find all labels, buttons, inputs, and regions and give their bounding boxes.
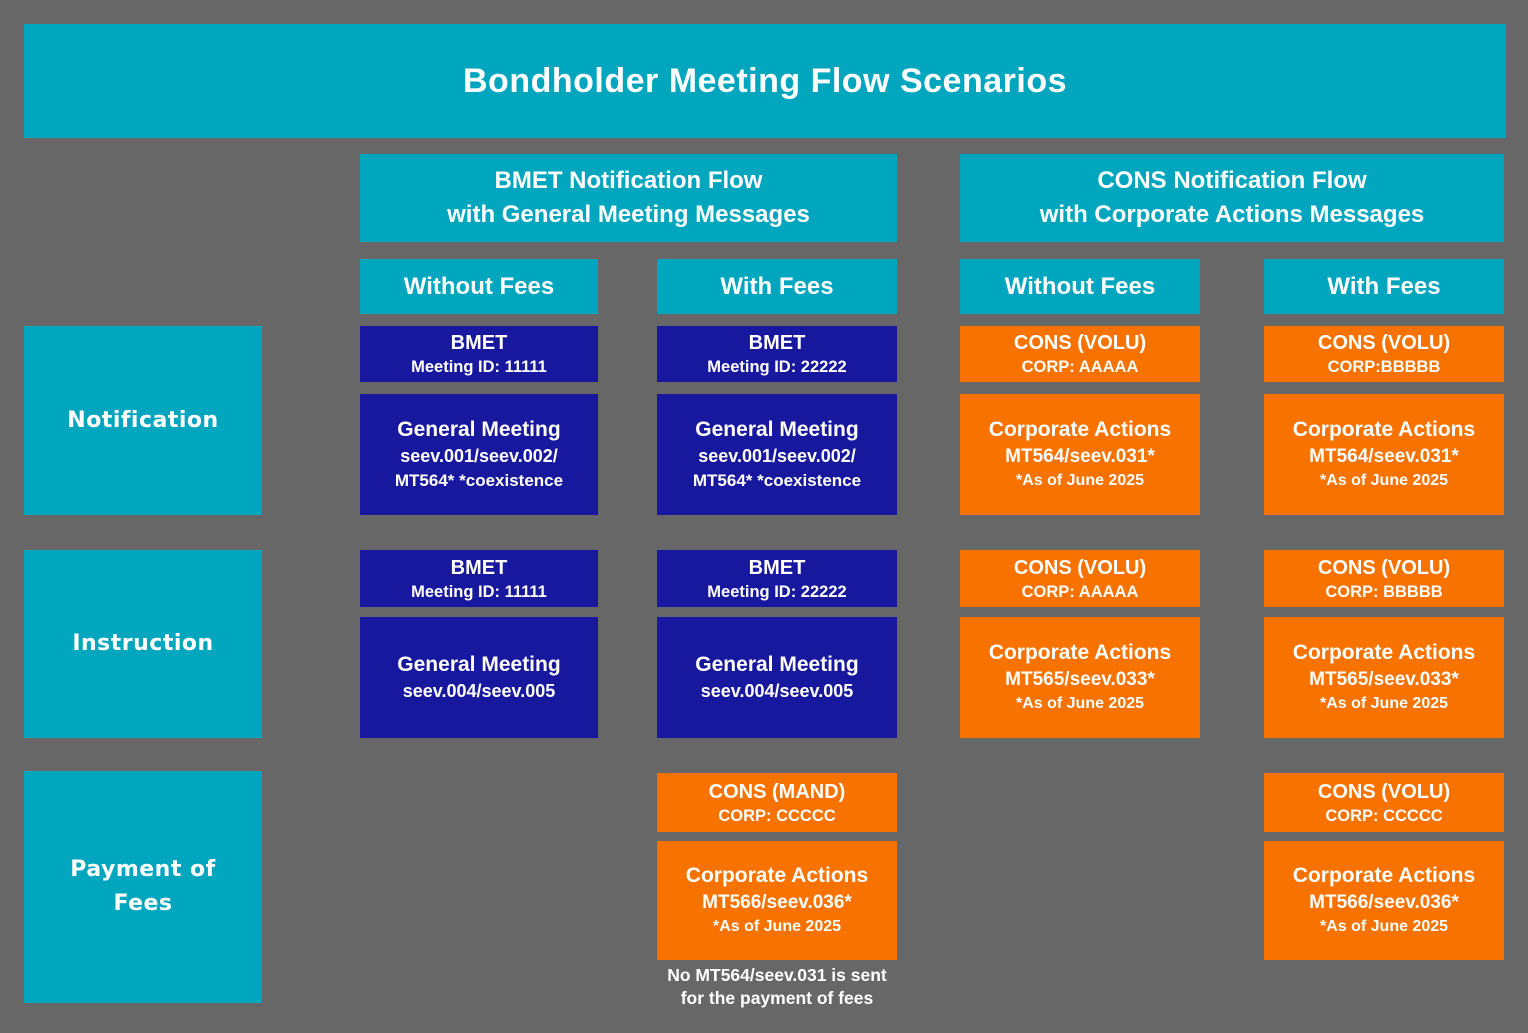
payment-cons-volu-box-with-fees-cons: CONS (VOLU) CORP: CCCCC [1264, 773, 1504, 832]
box-line: seev.001/seev.002/ [698, 446, 856, 466]
row-label-text: Notification [67, 407, 219, 433]
notification-corporate-actions-box-without-fees: Corporate Actions MT564/seev.031* *As of… [960, 394, 1200, 515]
box-line: General Meeting [397, 653, 561, 676]
box-line: Meeting ID: 11111 [411, 358, 547, 376]
notification-cons-volu-box-with-fees: CONS (VOLU) CORP:BBBBB [1264, 326, 1504, 382]
box-line: Meeting ID: 22222 [707, 582, 847, 601]
box-line: *As of June 2025 [1319, 695, 1449, 712]
fees-header-label: Without Fees [403, 272, 555, 300]
instruction-corporate-actions-box-with-fees: Corporate Actions MT565/seev.033* *As of… [1264, 617, 1504, 738]
notification-bmet-id-box-without-fees: BMET Meeting ID: 11111 [360, 326, 598, 382]
box-line: CONS (VOLU) [1013, 332, 1147, 354]
fees-header-label: With Fees [1327, 272, 1441, 300]
group-header-bmet-line2: with General Meeting Messages [447, 201, 810, 228]
fees-header-cons-with: With Fees [1264, 259, 1504, 314]
box-line: BMET [748, 332, 806, 354]
box-line: MT566/seev.036* [1309, 892, 1459, 913]
box-line: MT564* *coexistence [394, 471, 564, 490]
box-line: Meeting ID: 22222 [707, 358, 847, 376]
box-line: BMET [748, 556, 806, 579]
box-line: *As of June 2025 [1319, 472, 1449, 489]
box-line: Corporate Actions [988, 641, 1172, 664]
box-line: CORP: BBBBB [1325, 582, 1443, 601]
box-line: *As of June 2025 [1015, 695, 1145, 712]
instruction-general-meeting-box-with-fees: General Meeting seev.004/seev.005 [657, 617, 897, 738]
box-line: *As of June 2025 [712, 918, 842, 935]
box-line: *As of June 2025 [1015, 472, 1145, 489]
box-line: Corporate Actions [685, 864, 869, 887]
box-line: MT566/seev.036* [702, 892, 852, 913]
box-line: CORP: CCCCC [1325, 806, 1443, 825]
row-label-text: Instruction [72, 631, 214, 656]
instruction-cons-volu-box-without-fees: CONS (VOLU) CORP: AAAAA [960, 550, 1200, 607]
payment-corporate-actions-box-with-fees-bmet: Corporate Actions MT566/seev.036* *As of… [657, 841, 897, 960]
row-label-payment-of-fees: Payment of Fees [24, 771, 262, 1003]
box-line: Meeting ID: 11111 [411, 582, 547, 601]
box-line: CONS (VOLU) [1317, 332, 1451, 354]
group-header-bmet: BMET Notification Flow with General Meet… [360, 154, 897, 242]
page-title: Bondholder Meeting Flow Scenarios [463, 61, 1067, 100]
box-line: MT565/seev.033* [1005, 669, 1155, 690]
box-line: Corporate Actions [1292, 641, 1476, 664]
instruction-general-meeting-box-without-fees: General Meeting seev.004/seev.005 [360, 617, 598, 738]
fees-header-cons-without: Without Fees [960, 259, 1200, 314]
payment-footnote-line2: for the payment of fees [680, 988, 874, 1008]
box-line: General Meeting [397, 418, 561, 441]
box-line: *As of June 2025 [1319, 918, 1449, 935]
box-line: seev.001/seev.002/ [400, 446, 558, 466]
box-line: MT564/seev.031* [1309, 446, 1459, 467]
box-line: seev.004/seev.005 [700, 681, 854, 701]
row-label-instruction: Instruction [24, 550, 262, 738]
box-line: MT564/seev.031* [1005, 446, 1155, 467]
notification-general-meeting-box-with-fees: General Meeting seev.001/seev.002/ MT564… [657, 394, 897, 515]
box-line: Corporate Actions [1292, 418, 1476, 441]
box-line: CORP: AAAAA [1021, 582, 1139, 601]
notification-corporate-actions-box-with-fees: Corporate Actions MT564/seev.031* *As of… [1264, 394, 1504, 515]
box-line: BMET [450, 332, 508, 354]
group-header-cons-line1: CONS Notification Flow [1097, 167, 1367, 194]
box-line: General Meeting [695, 653, 859, 676]
box-line: Corporate Actions [1292, 864, 1476, 887]
row-label-notification: Notification [24, 326, 262, 515]
instruction-bmet-id-box-with-fees: BMET Meeting ID: 22222 [657, 550, 897, 607]
fees-header-bmet-without: Without Fees [360, 259, 598, 314]
group-header-cons-line2: with Corporate Actions Messages [1039, 201, 1425, 228]
box-line: CONS (VOLU) [1013, 556, 1147, 579]
title-banner: Bondholder Meeting Flow Scenarios [24, 24, 1506, 138]
payment-footnote-line1: No MT564/seev.031 is sent [667, 965, 887, 985]
fees-header-label: With Fees [720, 272, 834, 300]
box-line: BMET [450, 556, 508, 579]
box-line: Corporate Actions [988, 418, 1172, 441]
instruction-bmet-id-box-without-fees: BMET Meeting ID: 11111 [360, 550, 598, 607]
payment-corporate-actions-box-with-fees-cons: Corporate Actions MT566/seev.036* *As of… [1264, 841, 1504, 960]
payment-footnote: No MT564/seev.031 is sent for the paymen… [657, 964, 897, 1010]
notification-cons-volu-box-without-fees: CONS (VOLU) CORP: AAAAA [960, 326, 1200, 382]
row-label-text: Fees [113, 891, 173, 916]
fees-header-bmet-with: With Fees [657, 259, 897, 314]
box-line: CONS (VOLU) [1317, 780, 1451, 803]
box-line: seev.004/seev.005 [402, 681, 556, 701]
box-line: General Meeting [695, 418, 859, 441]
box-line: MT564* *coexistence [692, 471, 862, 490]
box-line: CONS (MAND) [708, 780, 846, 803]
box-line: CORP: AAAAA [1021, 358, 1139, 376]
box-line: CORP:BBBBB [1327, 358, 1441, 376]
box-line: MT565/seev.033* [1309, 669, 1459, 690]
notification-bmet-id-box-with-fees: BMET Meeting ID: 22222 [657, 326, 897, 382]
group-header-cons: CONS Notification Flow with Corporate Ac… [960, 154, 1504, 242]
instruction-corporate-actions-box-without-fees: Corporate Actions MT565/seev.033* *As of… [960, 617, 1200, 738]
payment-cons-mand-box-with-fees-bmet: CONS (MAND) CORP: CCCCC [657, 773, 897, 832]
box-line: CONS (VOLU) [1317, 556, 1451, 579]
fees-header-label: Without Fees [1004, 272, 1156, 300]
group-header-bmet-line1: BMET Notification Flow [494, 167, 763, 194]
row-label-text: Payment of [70, 857, 216, 882]
box-line: CORP: CCCCC [718, 806, 836, 825]
notification-general-meeting-box-without-fees: General Meeting seev.001/seev.002/ MT564… [360, 394, 598, 515]
instruction-cons-volu-box-with-fees: CONS (VOLU) CORP: BBBBB [1264, 550, 1504, 607]
